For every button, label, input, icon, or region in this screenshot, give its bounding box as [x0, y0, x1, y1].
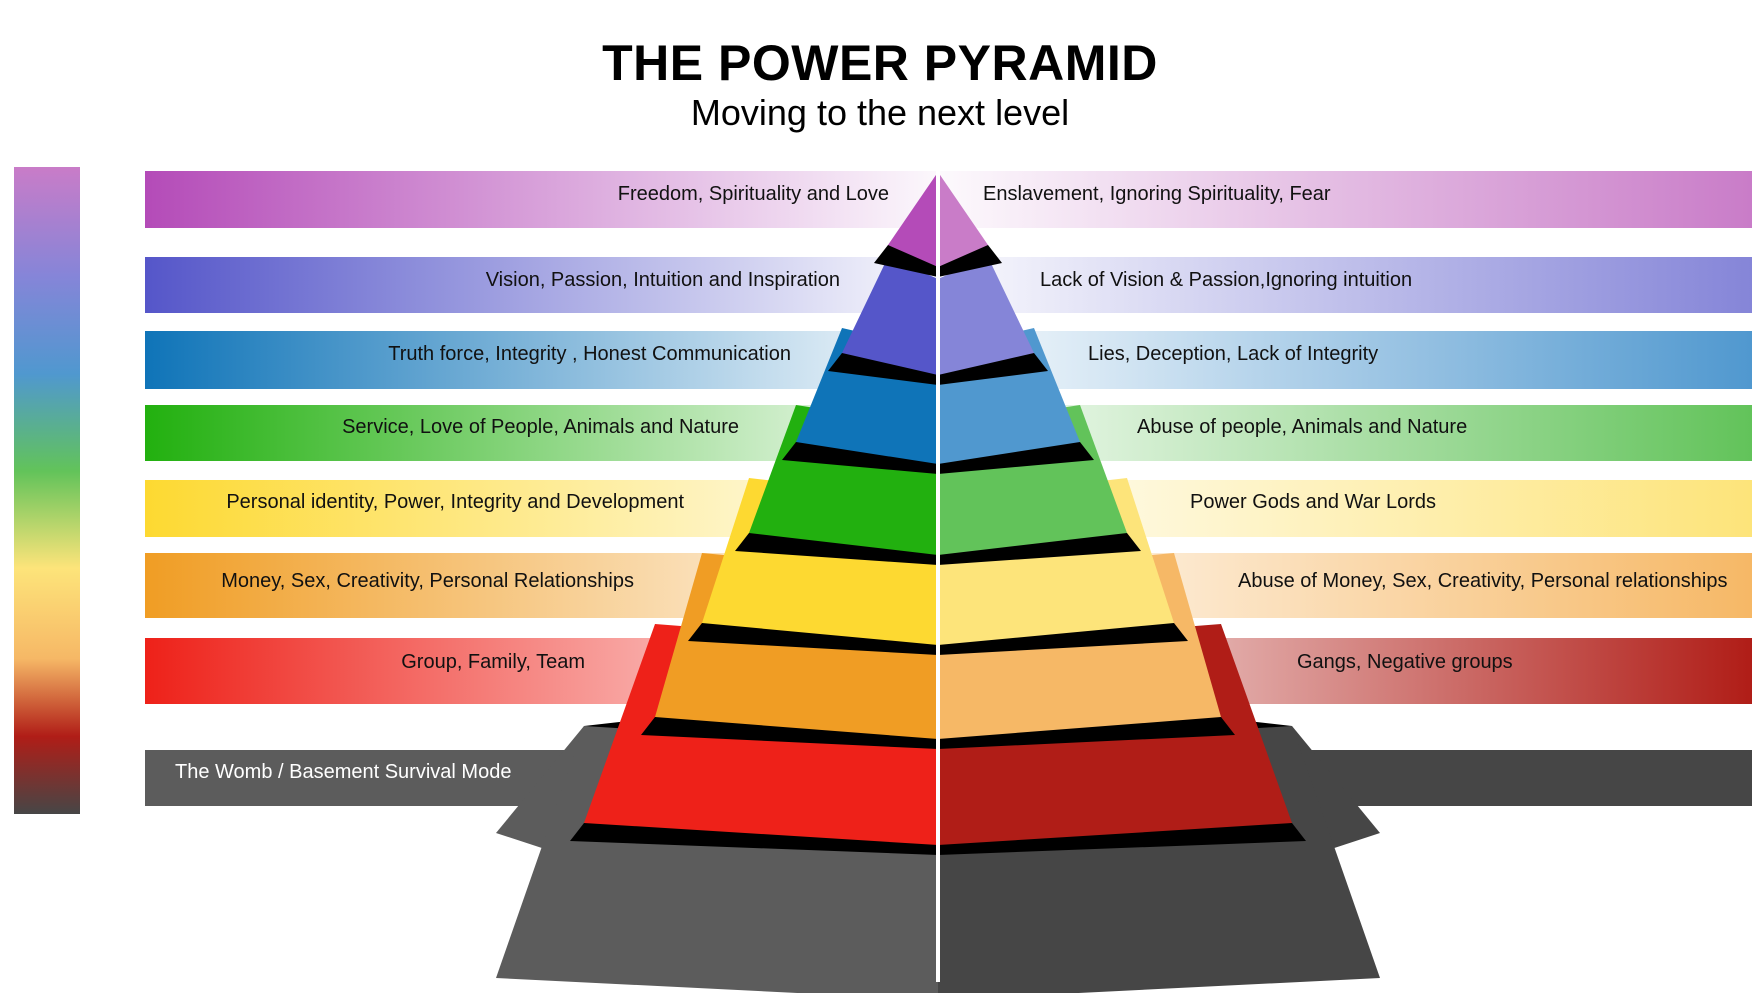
label-left-level-3: Truth force, Integrity , Honest Communic… — [388, 343, 791, 365]
label-left-level-6: Money, Sex, Creativity, Personal Relatio… — [221, 570, 634, 592]
band-left-level-3 — [145, 331, 938, 389]
band-left-level-1 — [145, 171, 938, 228]
label-left-level-1: Freedom, Spirituality and Love — [618, 183, 889, 205]
label-right-level-2: Lack of Vision & Passion,Ignoring intuit… — [1040, 269, 1412, 291]
band-right-level-1 — [938, 171, 1752, 228]
label-left-level-8: The Womb / Basement Survival Mode — [175, 761, 511, 783]
pyramid-right-face-level-1 — [938, 172, 988, 267]
pyramid-left-face-level-1 — [888, 172, 938, 267]
label-right-level-3: Lies, Deception, Lack of Integrity — [1088, 343, 1378, 365]
band-right-level-2 — [938, 257, 1752, 313]
band-right-level-3 — [938, 331, 1752, 389]
pyramid-left-face-level-2 — [842, 257, 938, 375]
page-subtitle: Moving to the next level — [690, 92, 1070, 133]
label-right-level-1: Enslavement, Ignoring Spirituality, Fear — [983, 183, 1331, 205]
label-left-level-5: Personal identity, Power, Integrity and … — [226, 491, 684, 513]
label-right-level-5: Power Gods and War Lords — [1190, 491, 1436, 513]
label-right-level-4: Abuse of people, Animals and Nature — [1137, 416, 1467, 438]
pyramid-right-face-level-2 — [938, 257, 1034, 375]
label-right-level-7: Gangs, Negative groups — [1297, 651, 1513, 673]
page-title: THE POWER PYRAMID — [602, 35, 1158, 91]
band-left-level-2 — [145, 257, 938, 313]
label-left-level-2: Vision, Passion, Intuition and Inspirati… — [486, 269, 840, 291]
label-left-level-7: Group, Family, Team — [401, 651, 585, 673]
label-left-level-4: Service, Love of People, Animals and Nat… — [342, 416, 739, 438]
spectrum-scale-bar — [14, 167, 80, 814]
label-right-level-6: Abuse of Money, Sex, Creativity, Persona… — [1238, 570, 1728, 592]
